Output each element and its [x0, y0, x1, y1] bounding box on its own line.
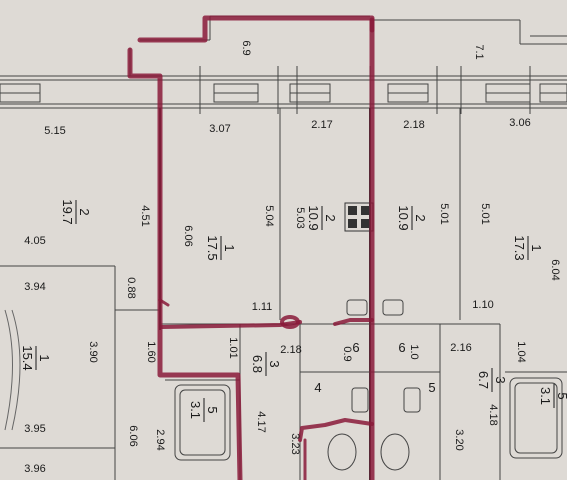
dimension-0-88: 0.88 [125, 277, 137, 298]
dimension-3-90: 3.90 [87, 341, 99, 362]
room-number: 5 [205, 406, 220, 413]
dimension-6-06a: 6.06 [182, 225, 194, 246]
dimension-5-01b: 5.01 [479, 203, 491, 224]
room-5-3-1b: 53.1 [538, 384, 567, 408]
dimension-3-95: 3.95 [24, 423, 45, 435]
room-1-17-5: 117.5 [205, 235, 237, 260]
sink-1 [346, 299, 368, 316]
room-number: 4 [314, 380, 321, 395]
room-number: 2 [323, 214, 338, 221]
dimension-4-18: 4.18 [487, 404, 499, 425]
dimension-6-9: 6.9 [240, 40, 252, 55]
room-2-19-7: 219.7 [60, 199, 92, 224]
dimension-3-07: 3.07 [209, 123, 230, 135]
dimension-3-96: 3.96 [24, 463, 45, 475]
washbasin-2 [403, 387, 421, 413]
room-3-6-8: 36.8 [250, 352, 282, 376]
window-1 [213, 83, 259, 103]
room-number: 1 [37, 354, 52, 361]
dimension-1-60: 1.60 [145, 341, 157, 362]
room-1-17-3: 117.3 [512, 235, 544, 260]
dimension-2-18a: 2.18 [403, 119, 424, 131]
window-3 [387, 83, 429, 103]
room-number: 2 [77, 208, 92, 215]
window-left [0, 83, 41, 103]
room-area: 6.7 [476, 371, 491, 389]
room-number: 3 [493, 376, 508, 383]
dimension-7-1: 7.1 [473, 44, 485, 59]
room-number: 1 [529, 244, 544, 251]
dimension-4-05: 4.05 [24, 235, 45, 247]
room-area: 15.4 [20, 345, 35, 370]
room-5: 5 [428, 380, 435, 395]
room-5-3-1a: 53.1 [188, 398, 220, 422]
dimension-1-04: 1.04 [515, 341, 527, 362]
room-2-10-9b: 210.9 [396, 205, 428, 230]
room-6-b: 6 [398, 340, 405, 355]
room-6-a: 6 [352, 340, 359, 355]
dimension-5-01a: 5.01 [438, 203, 450, 224]
dimension-5-04: 5.04 [263, 205, 275, 226]
dimension-5-03: 5.03 [294, 207, 306, 228]
bathtub-right [509, 377, 563, 459]
dimension-1-01: 1.01 [227, 337, 239, 358]
room-2-10-9a: 210.9 [306, 205, 338, 230]
room-number: 5 [428, 380, 435, 395]
stair-arc [4, 309, 21, 431]
dimension-2-16: 2.16 [450, 342, 471, 354]
room-1-15-4: 115.4 [20, 345, 52, 370]
washbasin-1 [351, 387, 369, 413]
dimension-3-06: 3.06 [509, 117, 530, 129]
dimension-2-17: 2.17 [311, 119, 332, 131]
room-number: 1 [222, 244, 237, 251]
dimension-1-0: 1.0 [408, 344, 420, 359]
dimension-6-04: 6.04 [549, 259, 561, 280]
room-number: 3 [267, 360, 282, 367]
bathtub-left [174, 384, 231, 461]
facade-window-band [0, 66, 567, 114]
dimension-5-15: 5.15 [44, 125, 65, 137]
dimension-1-10: 1.10 [472, 299, 493, 311]
room-number: 6 [398, 340, 405, 355]
dimension-2-94: 2.94 [154, 429, 166, 450]
dimension-4-51: 4.51 [139, 205, 151, 226]
room-area: 3.1 [538, 387, 553, 405]
room-3-6-7: 36.7 [476, 368, 508, 392]
sink-2 [382, 299, 404, 316]
dimension-0-9: 0.9 [341, 346, 353, 361]
marker-overlay [127, 15, 375, 480]
dimension-3-23: 3.23 [289, 433, 301, 454]
room-area: 19.7 [60, 199, 75, 224]
dimension-3-20: 3.20 [453, 429, 465, 450]
room-area: 10.9 [396, 205, 411, 230]
dimension-2-18b: 2.18 [280, 344, 301, 356]
room-area: 3.1 [188, 401, 203, 419]
dimension-4-17: 4.17 [255, 411, 267, 432]
room-number: 6 [352, 340, 359, 355]
room-area: 6.8 [250, 355, 265, 373]
dimension-6-06b: 6.06 [127, 425, 139, 446]
room-area: 17.5 [205, 235, 220, 260]
dimension-1-11: 1.11 [252, 301, 273, 313]
room-number: 5 [555, 392, 567, 399]
window-5 [539, 83, 567, 103]
dimension-3-94: 3.94 [24, 281, 45, 293]
toilet-1 [327, 433, 357, 471]
dimension-labels: 6.9 7.1 5.15 3.07 2.17 2.18 3.06 4.05 3.94 3.95 3.… [24, 40, 561, 475]
room-area: 10.9 [306, 205, 321, 230]
room-number: 2 [413, 214, 428, 221]
toilet-2 [380, 433, 410, 471]
room-4: 4 [314, 380, 321, 395]
room-area: 17.3 [512, 235, 527, 260]
